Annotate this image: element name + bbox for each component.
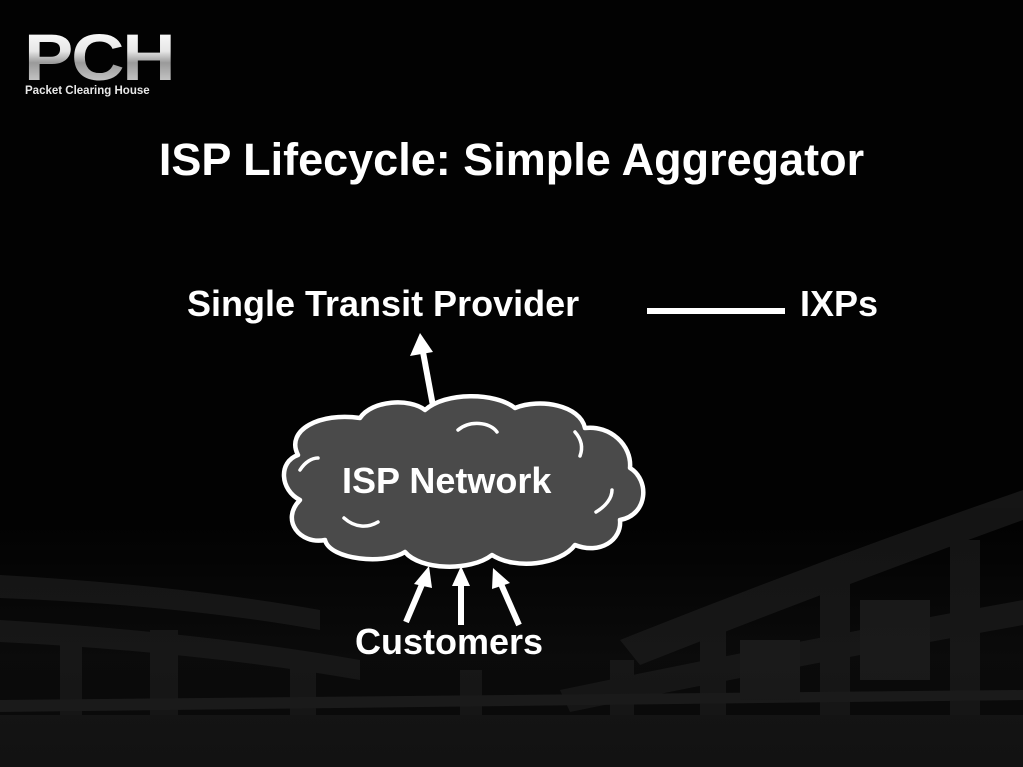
customer-arrow-center — [452, 566, 470, 625]
pch-logo: PCH Packet Clearing House — [24, 20, 184, 102]
transit-provider-label: Single Transit Provider — [187, 283, 580, 324]
ixps-label: IXPs — [800, 283, 879, 324]
customer-arrow-right — [492, 568, 522, 627]
isp-network-cloud — [281, 394, 646, 569]
isp-network-label: ISP Network — [342, 460, 552, 501]
uplink-arrow — [410, 333, 436, 407]
customer-arrow-left — [403, 566, 432, 624]
logo-letters: PCH — [24, 20, 176, 94]
logo-subtitle: Packet Clearing House — [25, 85, 150, 97]
slide-title: ISP Lifecycle: Simple Aggregator — [158, 134, 865, 185]
customers-label: Customers — [355, 621, 544, 662]
